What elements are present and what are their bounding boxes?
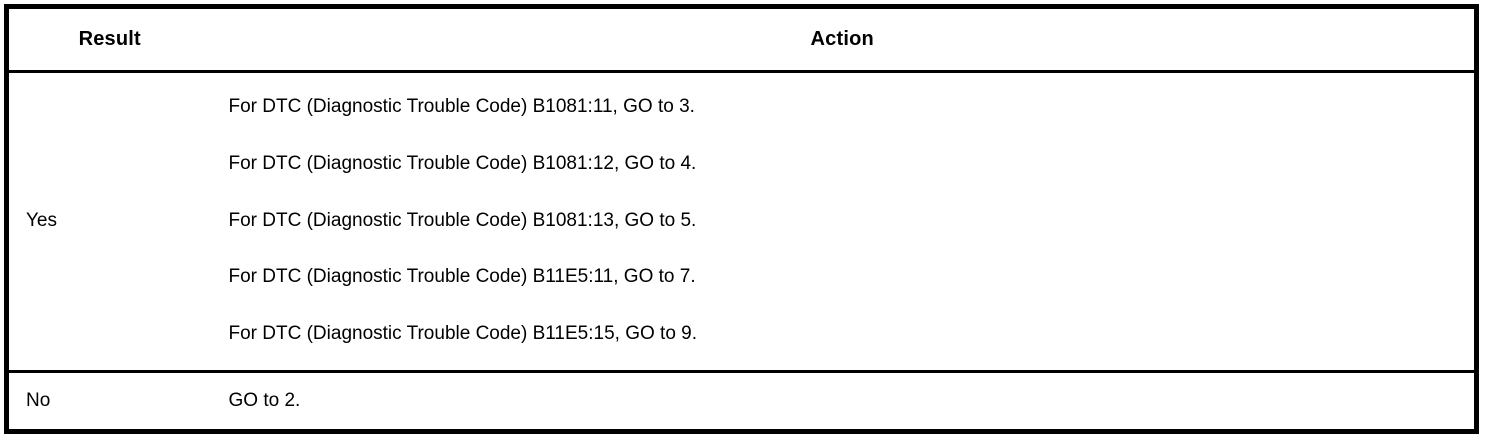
action-line-list: For DTC (Diagnostic Trouble Code) B1081:… xyxy=(211,96,1475,346)
table-header: Result Action xyxy=(6,6,1477,73)
column-header-action-label: Action xyxy=(810,28,874,50)
action-line: GO to 2. xyxy=(228,389,301,411)
result-cell-yes: Yes xyxy=(6,71,211,373)
column-header-action: Action xyxy=(210,6,1477,73)
action-line: For DTC (Diagnostic Trouble Code) B11E5:… xyxy=(228,323,698,345)
action-line: For DTC (Diagnostic Trouble Code) B1081:… xyxy=(228,152,697,174)
result-value-yes: Yes xyxy=(26,210,57,232)
result-cell-no: No xyxy=(6,371,211,432)
column-header-result: Result xyxy=(6,6,211,73)
result-action-table: Result Action Yes For DTC (Diagnostic Tr… xyxy=(4,4,1479,434)
table-row: No GO to 2. xyxy=(6,371,1477,432)
result-value-no: No xyxy=(26,389,51,411)
action-cell-no: GO to 2. xyxy=(210,371,1477,432)
table-row: Yes For DTC (Diagnostic Trouble Code) B1… xyxy=(6,71,1477,373)
diagnostic-table-page: Result Action Yes For DTC (Diagnostic Tr… xyxy=(4,4,1479,434)
action-line: For DTC (Diagnostic Trouble Code) B11E5:… xyxy=(228,266,696,288)
table-body: Yes For DTC (Diagnostic Trouble Code) B1… xyxy=(6,71,1477,432)
column-header-result-label: Result xyxy=(78,28,141,50)
action-line: For DTC (Diagnostic Trouble Code) B1081:… xyxy=(228,209,697,231)
table-header-row: Result Action xyxy=(6,6,1477,73)
action-line: For DTC (Diagnostic Trouble Code) B1081:… xyxy=(228,96,695,117)
action-cell-yes: For DTC (Diagnostic Trouble Code) B1081:… xyxy=(210,71,1477,373)
